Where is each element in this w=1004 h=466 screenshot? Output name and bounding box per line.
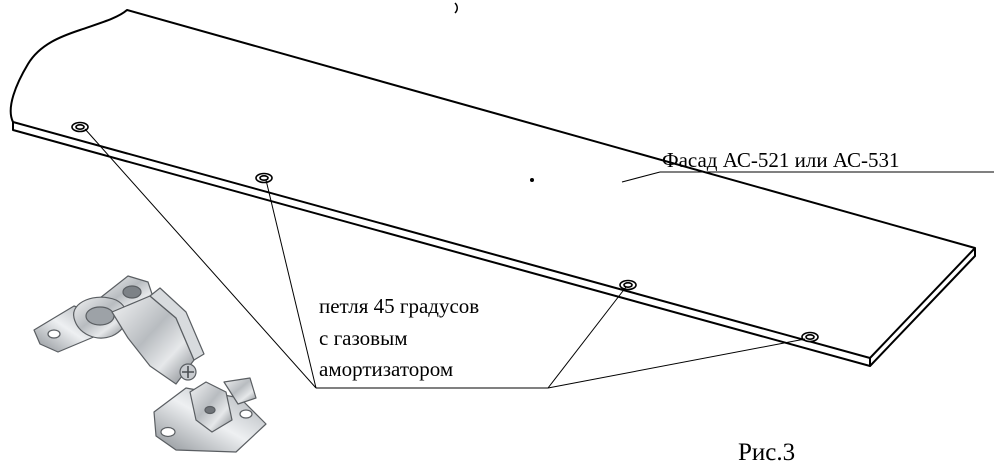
- facade-label: Фасад АС-521 или АС-531: [662, 148, 900, 172]
- hinge-cup-4: [801, 331, 819, 343]
- hinge-cup-1: [71, 121, 89, 133]
- hinge-cups: [71, 121, 819, 343]
- break-mark: [454, 2, 458, 14]
- facade-side-edge: [869, 248, 976, 367]
- center-dot: [530, 178, 534, 182]
- hinge-cup-2: [255, 172, 273, 184]
- facade-top-face: [9, 9, 976, 359]
- hinge-label-line-1: петля 45 градусов: [319, 294, 480, 318]
- hinge-leaders: [84, 128, 806, 389]
- hinge-label-line-2: с газовым: [319, 325, 408, 350]
- hinge-cup-3: [619, 279, 637, 291]
- facade-front-edge: [12, 122, 871, 367]
- facade-leader: [621, 171, 994, 183]
- figure-caption: Рис.3: [738, 439, 796, 466]
- facade-panel: [9, 2, 976, 367]
- hinge-label: петля 45 градусов с газовым амортизаторо…: [319, 291, 479, 386]
- hinge-illustration: [33, 275, 267, 453]
- hinge-label-line-3: амортизатором: [319, 357, 454, 381]
